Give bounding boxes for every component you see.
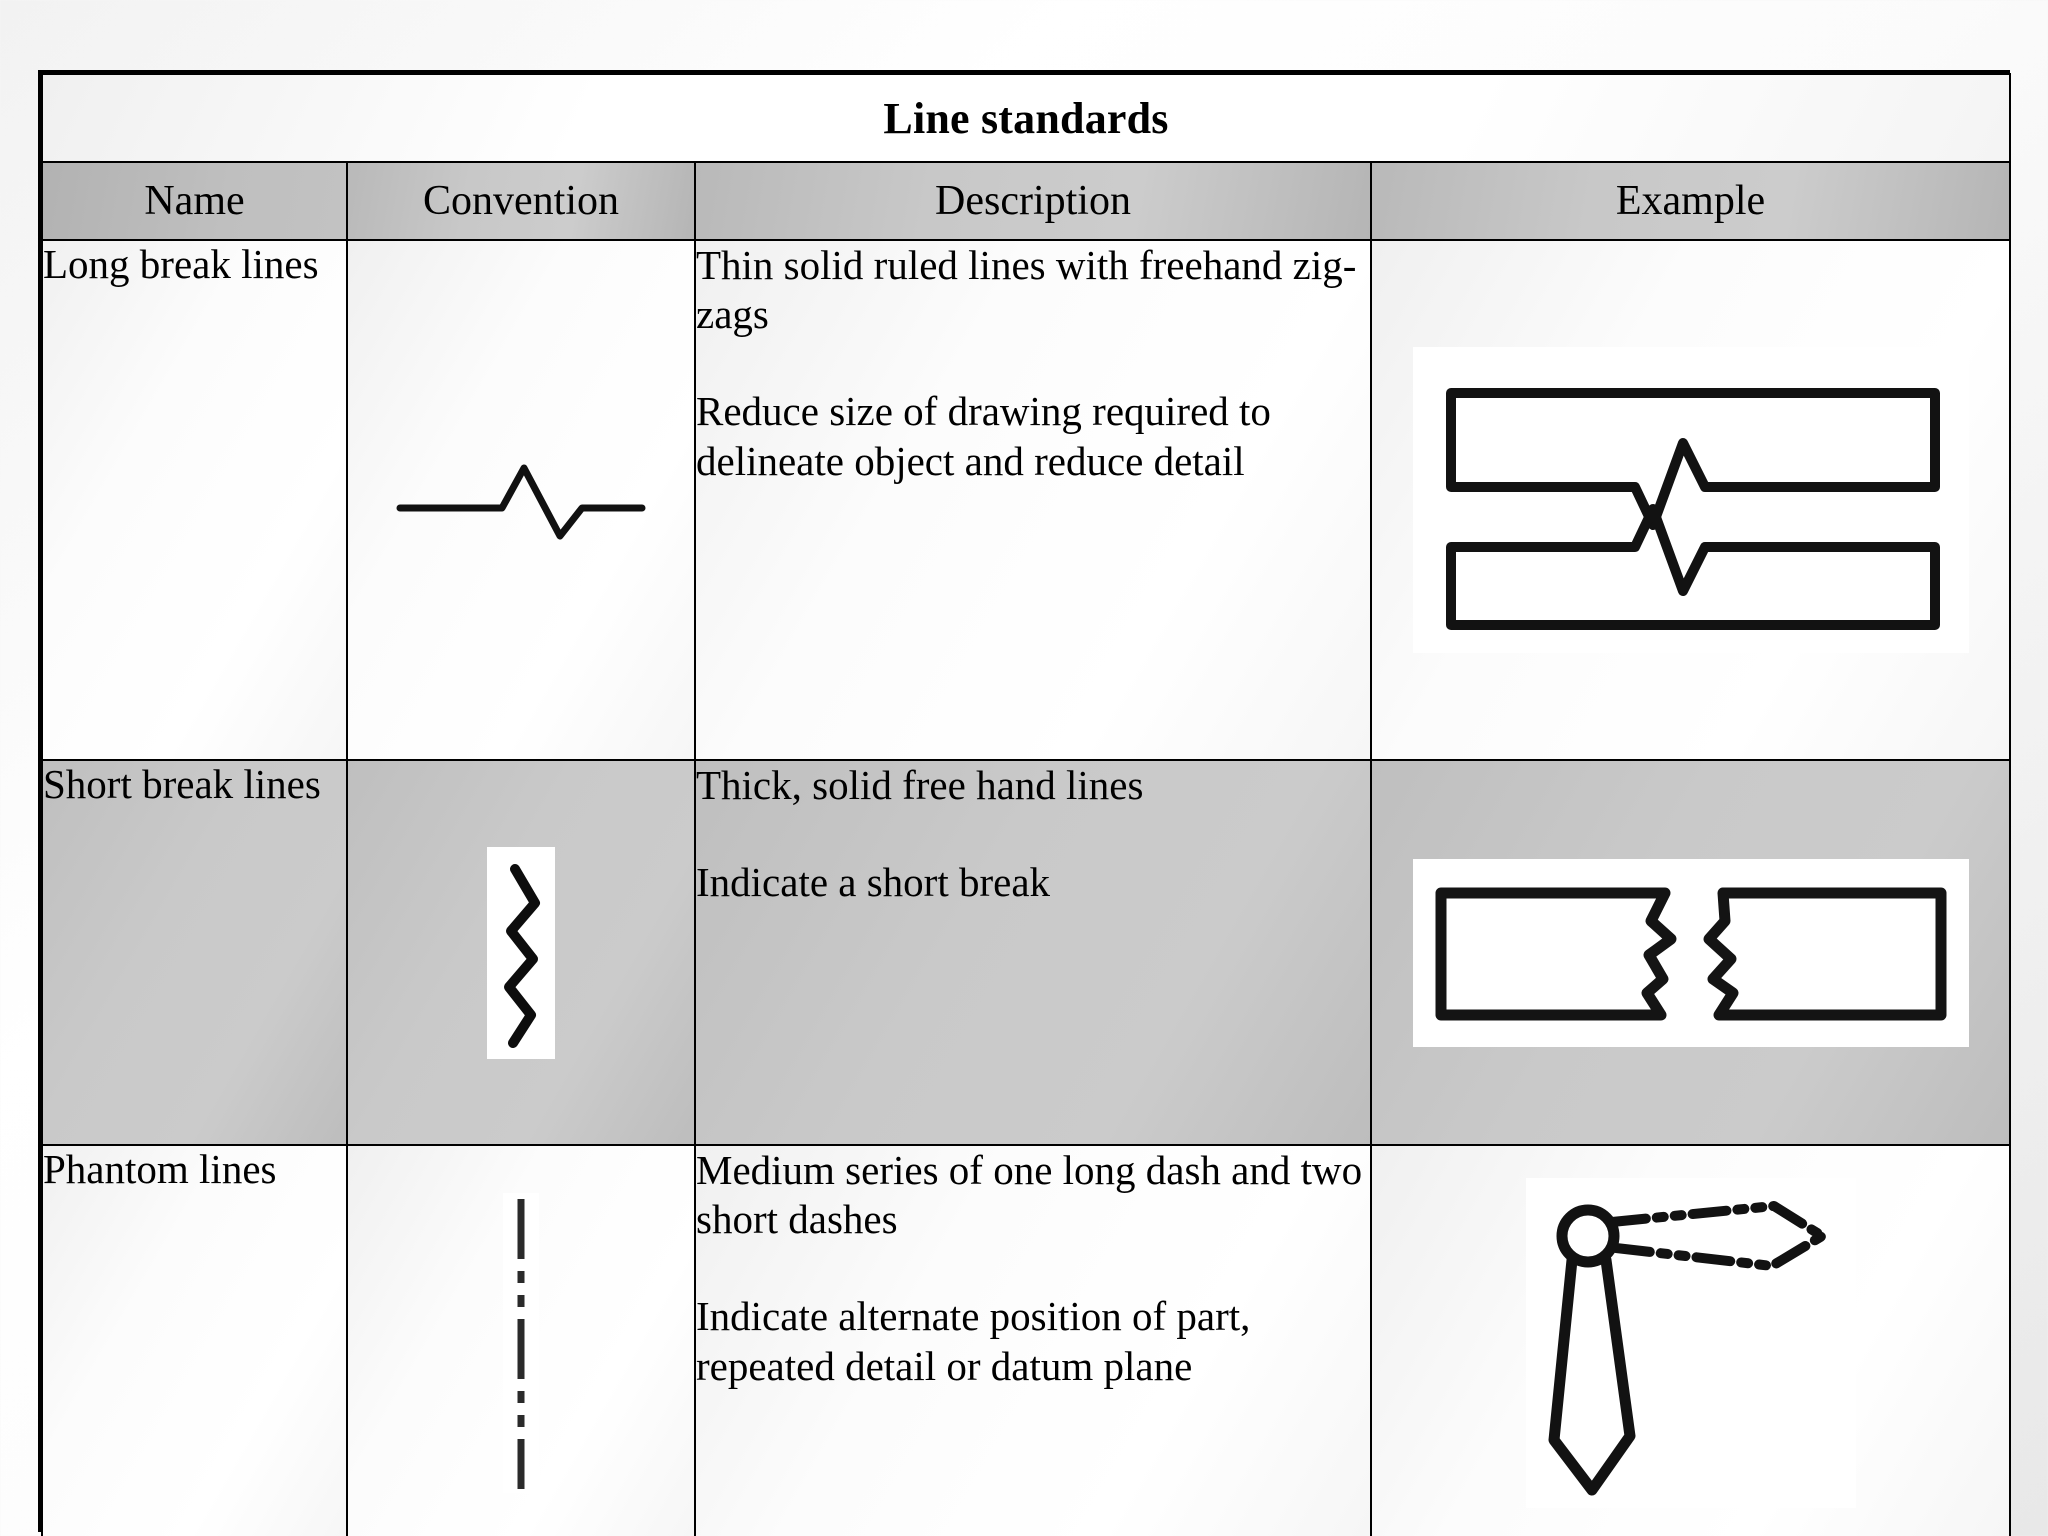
row-description-long-break-lines: Thin solid ruled lines with freehand zig… (694, 239, 1372, 761)
column-header-example: Example (1369, 161, 2012, 241)
line-standards-table: Line standards Name Convention Descripti… (40, 73, 2012, 1536)
description-paragraph: Reduce size of drawing required to delin… (696, 388, 1271, 484)
long-break-zigzag-icon (392, 448, 650, 552)
description-paragraph: Medium series of one long dash and two s… (696, 1147, 1363, 1243)
table-row: Long break lines Thin solid ruled lines … (41, 239, 2012, 761)
two-bars-with-short-break-example (1412, 858, 1969, 1047)
row-name-phantom-lines: Phantom lines (41, 1144, 348, 1536)
description-paragraph: Indicate a short break (696, 859, 1051, 906)
short-break-wavy-icon (487, 846, 555, 1059)
two-bars-with-long-break-example (1412, 347, 1969, 653)
row-name-long-break-lines: Long break lines (41, 239, 348, 761)
table-row: Phantom lines (41, 1144, 2012, 1536)
column-header-convention: Convention (346, 161, 696, 241)
row-name-short-break-lines: Short break lines (41, 759, 348, 1146)
column-header-description: Description (694, 161, 1372, 241)
row-description-short-break-lines: Thick, solid free hand lines Indicate a … (694, 759, 1372, 1146)
column-header-name: Name (41, 161, 348, 241)
row-description-phantom-lines: Medium series of one long dash and two s… (694, 1144, 1372, 1536)
row-example-short-break-lines (1369, 759, 2012, 1146)
phantom-dash-dot-dot-icon (503, 1192, 539, 1493)
line-standards-table-container: Line standards Name Convention Descripti… (38, 70, 2012, 1536)
row-convention-long-break-lines (346, 239, 696, 761)
description-paragraph: Thin solid ruled lines with freehand zig… (696, 242, 1357, 338)
table-title-row: Line standards (40, 73, 2012, 163)
row-example-phantom-lines (1369, 1144, 2012, 1536)
description-paragraph: Indicate alternate position of part, rep… (696, 1293, 1251, 1389)
table-title: Line standards (40, 73, 2012, 163)
table-header-row: Name Convention Description Example (41, 161, 2012, 241)
table-row: Short break lines Thick, solid free hand… (41, 759, 2012, 1146)
row-example-long-break-lines (1369, 239, 2012, 761)
pivot-arm-alternate-position-example (1525, 1177, 1856, 1508)
row-convention-short-break-lines (346, 759, 696, 1146)
row-convention-phantom-lines (346, 1144, 696, 1536)
description-paragraph: Thick, solid free hand lines (696, 762, 1144, 808)
